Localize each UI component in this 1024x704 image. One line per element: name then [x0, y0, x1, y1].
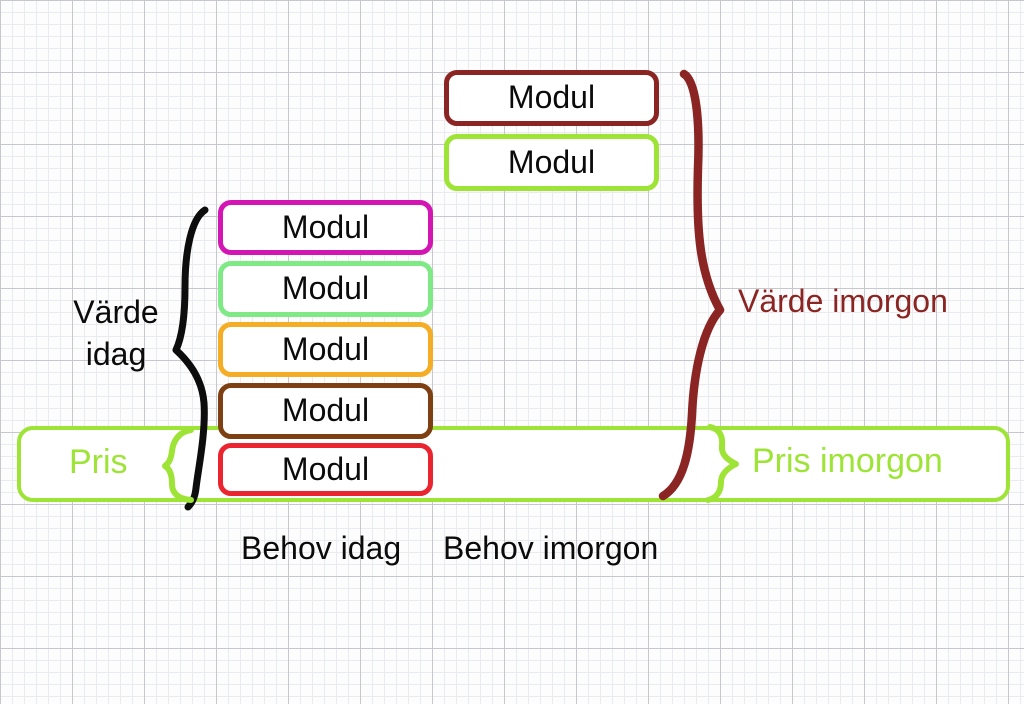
modul-box-magenta: Modul [218, 200, 433, 255]
modul-box-label: Modul [281, 392, 370, 428]
label-varde-imorgon: Värde imorgon [738, 283, 948, 319]
modul-box-label: Modul [281, 208, 370, 245]
modul-box-label: Modul [281, 450, 370, 487]
label-varde-idag: Värde idag [73, 294, 159, 372]
modul-box-label: Modul [281, 270, 370, 306]
modul-box-lime: Modul [444, 134, 659, 191]
modul-box-lightgreen: Modul [218, 261, 433, 317]
modul-box-orange: Modul [218, 322, 433, 377]
modul-box-label: Modul [507, 143, 596, 180]
label-pris: Pris [69, 443, 128, 481]
modul-box-maroon: Modul [444, 70, 659, 126]
label-pris-imorgon: Pris imorgon [752, 442, 943, 480]
label-behov-idag: Behov idag [241, 530, 402, 566]
modul-box-label: Modul [507, 79, 596, 115]
modul-box-red: Modul [218, 443, 433, 496]
modul-box-label: Modul [281, 330, 370, 367]
label-behov-imorgon: Behov imorgon [443, 530, 659, 566]
modul-box-brown: Modul [218, 383, 433, 439]
